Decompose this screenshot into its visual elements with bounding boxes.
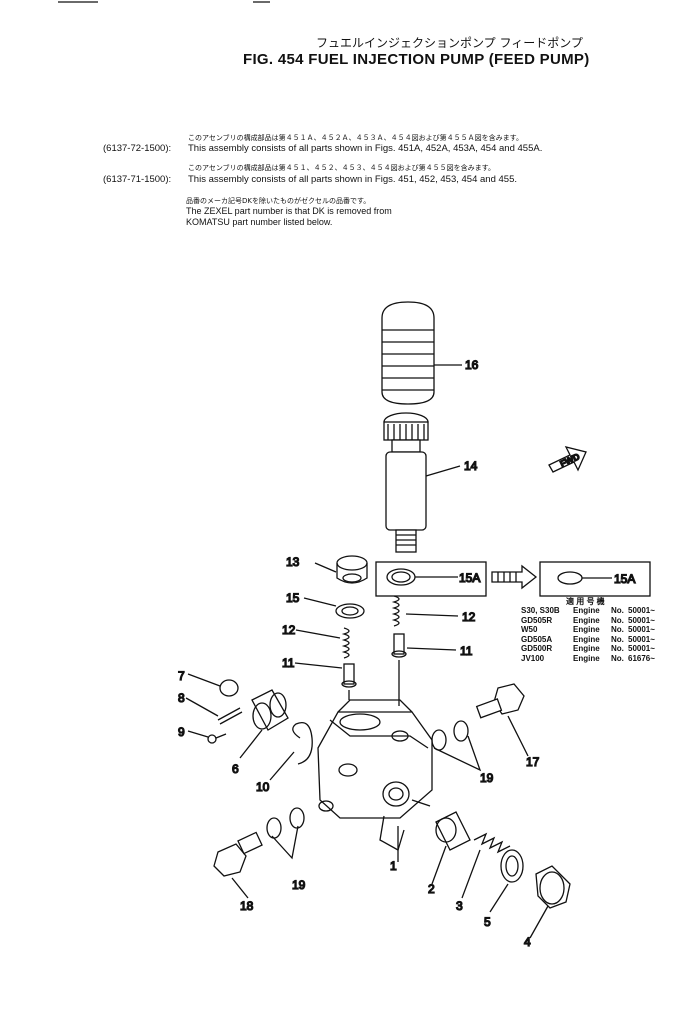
- part-8-pin: [217, 707, 243, 725]
- figure-title: FIG. 454 FUEL INJECTION PUMP (FEED PUMP): [243, 51, 590, 68]
- part-13-plug: [336, 555, 368, 584]
- callout-7: 7: [178, 669, 185, 683]
- supersede-arrow: [491, 564, 538, 590]
- part-11-valve-right: [391, 633, 407, 658]
- callout-15a-left: 15A: [459, 571, 480, 585]
- part-7-washer: [219, 679, 239, 697]
- callout-2: 2: [428, 882, 435, 896]
- zexel-note-line2: KOMATSU part number listed below.: [186, 217, 333, 227]
- part-5-gasket: [500, 849, 524, 883]
- part-12-spring-left: [341, 627, 350, 659]
- part-15-gasket: [335, 603, 365, 619]
- note-1-code: (6137-72-1500):: [103, 143, 172, 154]
- leader-lines: [185, 364, 549, 939]
- part-15a-box-left: [375, 561, 487, 597]
- callout-17: 17: [526, 755, 540, 769]
- callout-13: 13: [286, 555, 300, 569]
- callout-6: 6: [232, 762, 239, 776]
- zexel-note-japanese: 品番のメーカ記号DKを除いたものがゼクセルの品番です。: [186, 197, 371, 205]
- part-17-bolt: [475, 683, 525, 719]
- callout-8: 8: [178, 691, 185, 705]
- serial-table-header: 適 用 号 機: [566, 597, 605, 606]
- title-japanese: フュエルインジェクションポンプ フィードポンプ: [316, 36, 583, 50]
- part-11-valve-left: [341, 663, 357, 688]
- callout-11-right: 11: [460, 644, 473, 658]
- callout-14: 14: [464, 459, 478, 473]
- zexel-note-line1: The ZEXEL part number is that DK is remo…: [186, 206, 392, 216]
- note-1-text: This assembly consists of all parts show…: [188, 143, 543, 154]
- part-4-plug: [535, 865, 571, 909]
- callout-15a-right: 15A: [614, 572, 635, 586]
- callout-12-left: 12: [282, 623, 296, 637]
- callout-9: 9: [178, 725, 185, 739]
- part-18-bolt: [213, 831, 263, 877]
- part-19-washer: [453, 720, 469, 742]
- part-12-spring-right: [391, 595, 400, 627]
- callout-19-left: 19: [292, 878, 306, 892]
- part-19-washer: [289, 807, 305, 829]
- note-2-japanese: このアセンブリの構成部品は第４５１、４５２、４５３、４５４図および第４５５図を含…: [188, 164, 495, 172]
- part-10-snap-ring: [292, 721, 313, 765]
- part-3-spring: [473, 832, 511, 854]
- note-2-code: (6137-71-1500):: [103, 174, 172, 185]
- part-16-cap: [381, 301, 435, 405]
- callout-10: 10: [256, 780, 270, 794]
- callout-5: 5: [484, 915, 491, 929]
- callout-15: 15: [286, 591, 300, 605]
- note-2-text: This assembly consists of all parts show…: [188, 174, 517, 185]
- fwd-arrow-icon: [548, 446, 587, 473]
- callout-18: 18: [240, 899, 254, 913]
- part-2-piston: [435, 811, 471, 851]
- callout-12-right: 12: [462, 610, 476, 624]
- part-14-priming-pump: [383, 412, 429, 553]
- callout-19-right: 19: [480, 771, 494, 785]
- note-1-japanese: このアセンブリの構成部品は第４５１Ａ、４５２Ａ、４５３Ａ、４５４図および第４５５…: [188, 134, 523, 142]
- callout-3: 3: [456, 899, 463, 913]
- part-19-washer: [431, 729, 447, 751]
- callout-11-left: 11: [282, 656, 295, 670]
- callout-4: 4: [524, 935, 531, 949]
- part-15a-box-right: [539, 561, 651, 597]
- part-9-screw: [207, 733, 227, 744]
- part-6-coupling: [251, 689, 289, 731]
- callout-1: 1: [390, 859, 397, 873]
- part-19-washer: [266, 817, 282, 839]
- callout-16: 16: [465, 358, 479, 372]
- part-1-pump-body: [317, 699, 433, 819]
